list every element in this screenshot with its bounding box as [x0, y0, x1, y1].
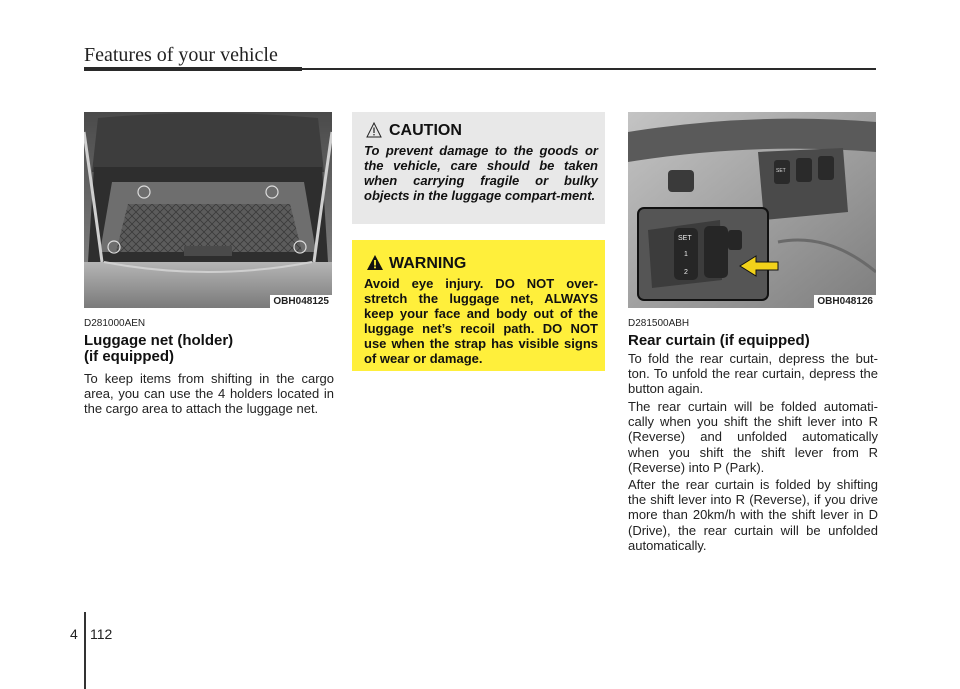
rear-curtain-photo: SET SET 1 2 OBH048126: [628, 112, 876, 308]
footer-section-number: 4: [70, 626, 78, 642]
caution-triangle-icon: [366, 122, 382, 138]
caution-title: CAUTION: [389, 122, 462, 139]
doc-code-right: D281500ABH: [628, 318, 690, 329]
door-panel-illustration: SET SET 1 2: [628, 112, 876, 308]
rear-curtain-heading: Rear curtain (if equipped): [628, 332, 810, 349]
rear-curtain-paragraph-2: The rear curtain will be folded automati…: [628, 399, 878, 475]
footer-page-number: 112: [90, 626, 113, 642]
doc-code: D281000AEN: [84, 318, 146, 329]
section-heading-line1: Luggage net (holder): [84, 332, 234, 349]
luggage-net-photo: OBH048125: [84, 112, 332, 308]
warning-box: WARNING Avoid eye injury. DO NOT over-st…: [352, 240, 605, 371]
btn-label-2: 2: [684, 269, 688, 276]
footer-divider: [84, 612, 86, 689]
section-heading-line2: (if equipped): [84, 348, 174, 365]
warning-title: WARNING: [389, 255, 467, 272]
luggage-net-paragraph: To keep items from shifting in the cargo…: [84, 371, 334, 417]
header-rule: [84, 67, 876, 71]
rear-curtain-paragraph-3: After the rear curtain is folded by shif…: [628, 477, 878, 553]
arrow-icon: [739, 255, 779, 277]
btn-label-set: SET: [678, 235, 692, 242]
trunk-illustration: [84, 112, 332, 308]
warning-text: Avoid eye injury. DO NOT over-stretch th…: [364, 276, 598, 366]
caution-text: To prevent damage to the goods or the ve…: [364, 143, 598, 203]
rear-curtain-paragraph-1: To fold the rear curtain, depress the bu…: [628, 351, 878, 397]
header-rule-thick: [84, 67, 302, 71]
header-rule-thin: [302, 68, 876, 70]
btn-label-1: 1: [684, 251, 688, 258]
photo-code: OBH048125: [270, 295, 332, 308]
page-header-title: Features of your vehicle: [84, 44, 278, 66]
caution-box: CAUTION To prevent damage to the goods o…: [352, 112, 605, 224]
warning-triangle-icon: [367, 255, 383, 270]
btn-label-set-small: SET: [776, 168, 786, 174]
photo-code-right: OBH048126: [814, 295, 876, 308]
